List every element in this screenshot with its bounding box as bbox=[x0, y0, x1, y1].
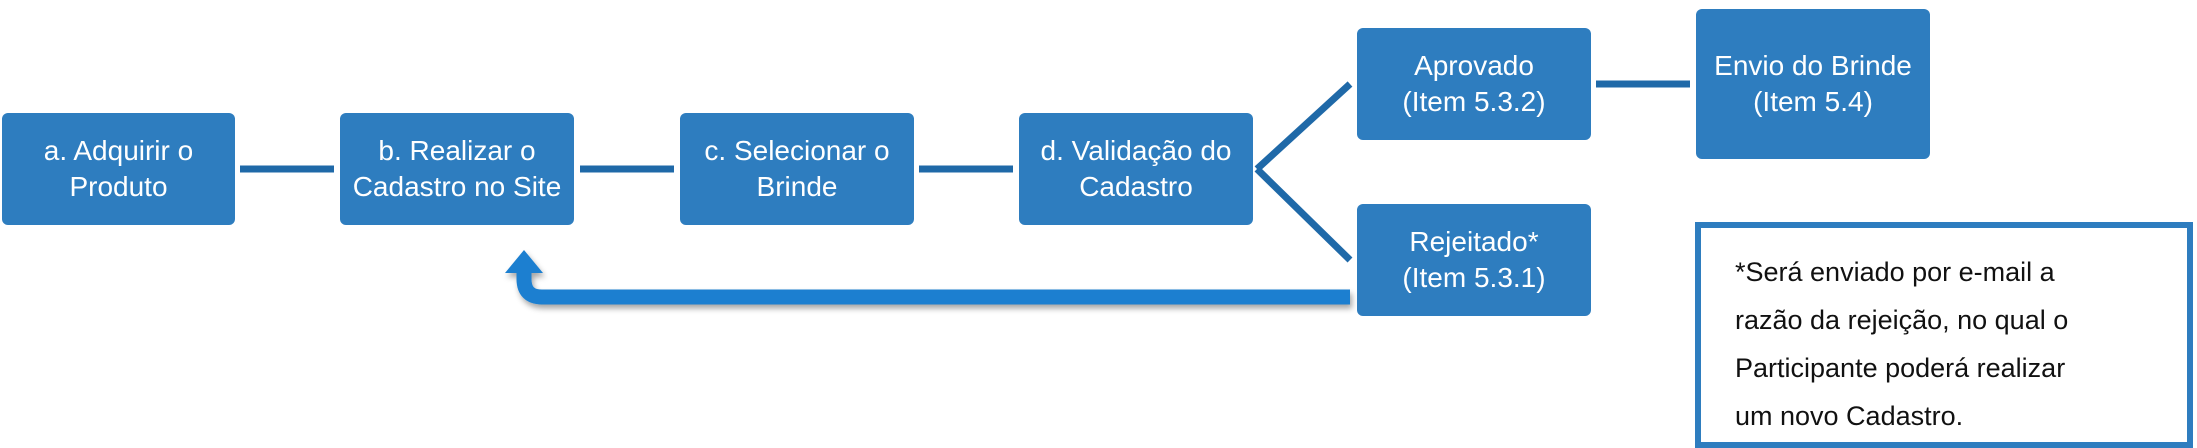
note-line4: um novo Cadastro. bbox=[1735, 401, 1964, 431]
outcome-aprovado: Aprovado (Item 5.3.2) bbox=[1357, 28, 1591, 140]
connector-d-aprovado bbox=[1254, 81, 1353, 172]
note-line1: *Será enviado por e-mail a bbox=[1735, 257, 2055, 287]
step-d-line2: Cadastro bbox=[1079, 171, 1193, 202]
aprovado-line1: Aprovado bbox=[1414, 50, 1534, 81]
step-d-line1: d. Validação do bbox=[1040, 135, 1232, 166]
step-c-line2: Brinde bbox=[756, 171, 838, 202]
rejeitado-line1: Rejeitado* bbox=[1409, 226, 1539, 257]
step-c-line1: c. Selecionar o bbox=[704, 135, 890, 166]
connector-d-rejeitado bbox=[1254, 166, 1353, 263]
step-d-validacao-cadastro: d. Validação do Cadastro bbox=[1019, 113, 1253, 225]
step-a-line1: a. Adquirir o bbox=[43, 135, 194, 166]
step-a-adquirir-produto: a. Adquirir o Produto bbox=[2, 113, 235, 225]
note-line2: razão da rejeição, no qual o bbox=[1735, 305, 2069, 335]
rejeitado-line2: (Item 5.3.1) bbox=[1402, 262, 1546, 293]
outcome-envio-brinde: Envio do Brinde (Item 5.4) bbox=[1696, 9, 1930, 159]
return-arrow-head bbox=[505, 250, 543, 273]
step-c-selecionar-brinde: c. Selecionar o Brinde bbox=[680, 113, 914, 225]
step-b-line1: b. Realizar o bbox=[378, 135, 536, 166]
return-arrow bbox=[505, 250, 1350, 305]
rejection-note: *Será enviado por e-mail a razão da reje… bbox=[1695, 222, 2193, 448]
envio-line1: Envio do Brinde bbox=[1714, 50, 1912, 81]
outcome-rejeitado: Rejeitado* (Item 5.3.1) bbox=[1357, 204, 1591, 316]
step-b-line2: Cadastro no Site bbox=[352, 171, 562, 202]
envio-line2: (Item 5.4) bbox=[1753, 86, 1873, 117]
step-b-realizar-cadastro: b. Realizar o Cadastro no Site bbox=[340, 113, 574, 225]
step-a-line2: Produto bbox=[69, 171, 168, 202]
note-line3: Participante poderá realizar bbox=[1735, 353, 2066, 383]
aprovado-line2: (Item 5.3.2) bbox=[1402, 86, 1546, 117]
return-arrow-shaft bbox=[516, 272, 1350, 305]
